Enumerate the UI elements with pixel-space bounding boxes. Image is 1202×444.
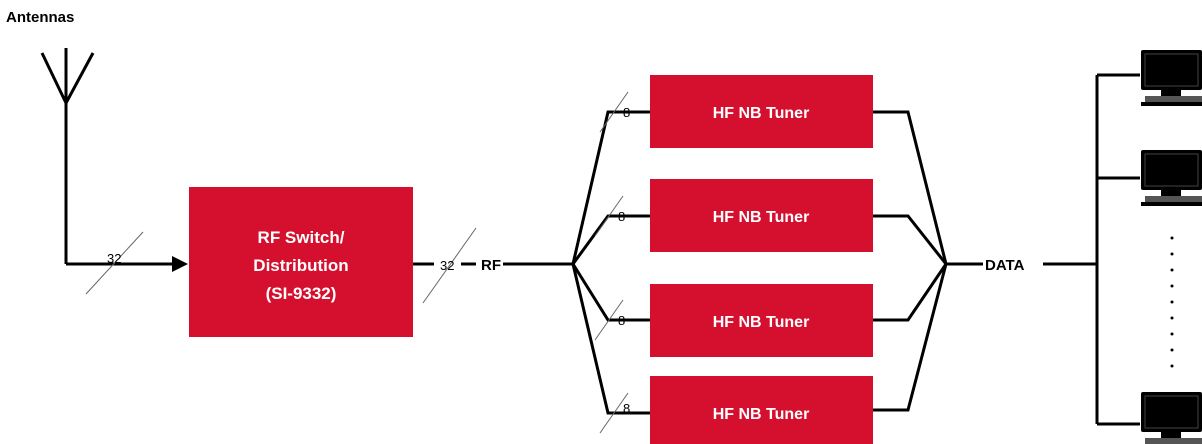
data-label: DATA	[985, 257, 1025, 274]
tuner-2-label: HF NB Tuner	[713, 209, 810, 226]
rf-switch-block[interactable]	[189, 187, 413, 337]
tuner-block-3[interactable]	[650, 284, 873, 357]
antenna-bus-width-label: 32	[107, 251, 121, 266]
tuner-block-4[interactable]	[650, 376, 873, 444]
rf-label: RF	[481, 257, 501, 274]
tuner-4-bus-width: 8	[623, 401, 630, 416]
antenna-icon	[40, 48, 95, 264]
computer-icon	[1141, 150, 1202, 206]
tuner-bus-slashes	[594, 91, 629, 434]
vertical-dots-icon	[1170, 236, 1174, 368]
tuner-1-label: HF NB Tuner	[713, 105, 810, 122]
computer-icon	[1141, 50, 1202, 106]
antenna-bus-slash	[85, 231, 144, 295]
rf-bus-slash	[422, 227, 477, 304]
rf-bus-width-label: 32	[440, 258, 454, 273]
rf-switch-label-line2: Distribution	[253, 256, 348, 275]
arrow-head-icon	[172, 256, 188, 272]
rf-switch-label-line1: RF Switch/	[258, 228, 345, 247]
tuner-3-bus-width: 8	[618, 313, 625, 328]
tuner-block-1[interactable]	[650, 75, 873, 148]
rf-fanout-bracket	[571, 110, 650, 415]
tuner-2-bus-width: 8	[618, 209, 625, 224]
antennas-title: Antennas	[6, 9, 75, 26]
tuner-block-2[interactable]	[650, 179, 873, 252]
rf-switch-label-line3: (SI-9332)	[266, 284, 337, 303]
tuner-4-label: HF NB Tuner	[713, 406, 810, 423]
tuner-1-bus-width: 8	[623, 105, 630, 120]
workstation-bus	[1095, 73, 1140, 426]
computer-icon	[1141, 392, 1202, 444]
data-fanin-bracket	[873, 110, 983, 412]
tuner-3-label: HF NB Tuner	[713, 314, 810, 331]
